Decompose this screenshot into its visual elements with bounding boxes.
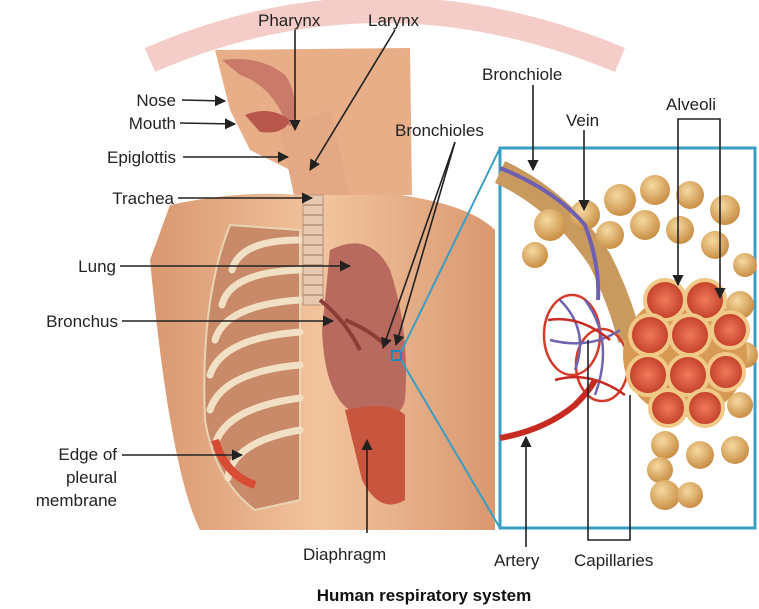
- label-capillaries: Capillaries: [574, 551, 653, 570]
- figure-caption: Human respiratory system: [317, 586, 531, 605]
- label-alveoli: Alveoli: [666, 95, 716, 114]
- label-epiglottis: Epiglottis: [107, 148, 176, 167]
- label-lung: Lung: [78, 257, 116, 276]
- label-mouth: Mouth: [129, 114, 176, 133]
- label-bronchiole: Bronchiole: [482, 65, 562, 84]
- label-bronchioles: Bronchioles: [395, 121, 484, 140]
- label-trachea: Trachea: [112, 189, 174, 208]
- label-pharynx: Pharynx: [258, 11, 321, 30]
- label-edge-pleural-1: Edge of: [58, 445, 117, 464]
- label-edge-pleural-3: membrane: [36, 491, 117, 510]
- label-bronchus: Bronchus: [46, 312, 118, 331]
- label-diaphragm: Diaphragm: [303, 545, 386, 564]
- label-artery: Artery: [494, 551, 540, 570]
- label-nose: Nose: [136, 91, 176, 110]
- label-larynx: Larynx: [368, 11, 420, 30]
- label-vein: Vein: [566, 111, 599, 130]
- label-edge-pleural-2: pleural: [66, 468, 117, 487]
- trachea-tube: [303, 195, 323, 305]
